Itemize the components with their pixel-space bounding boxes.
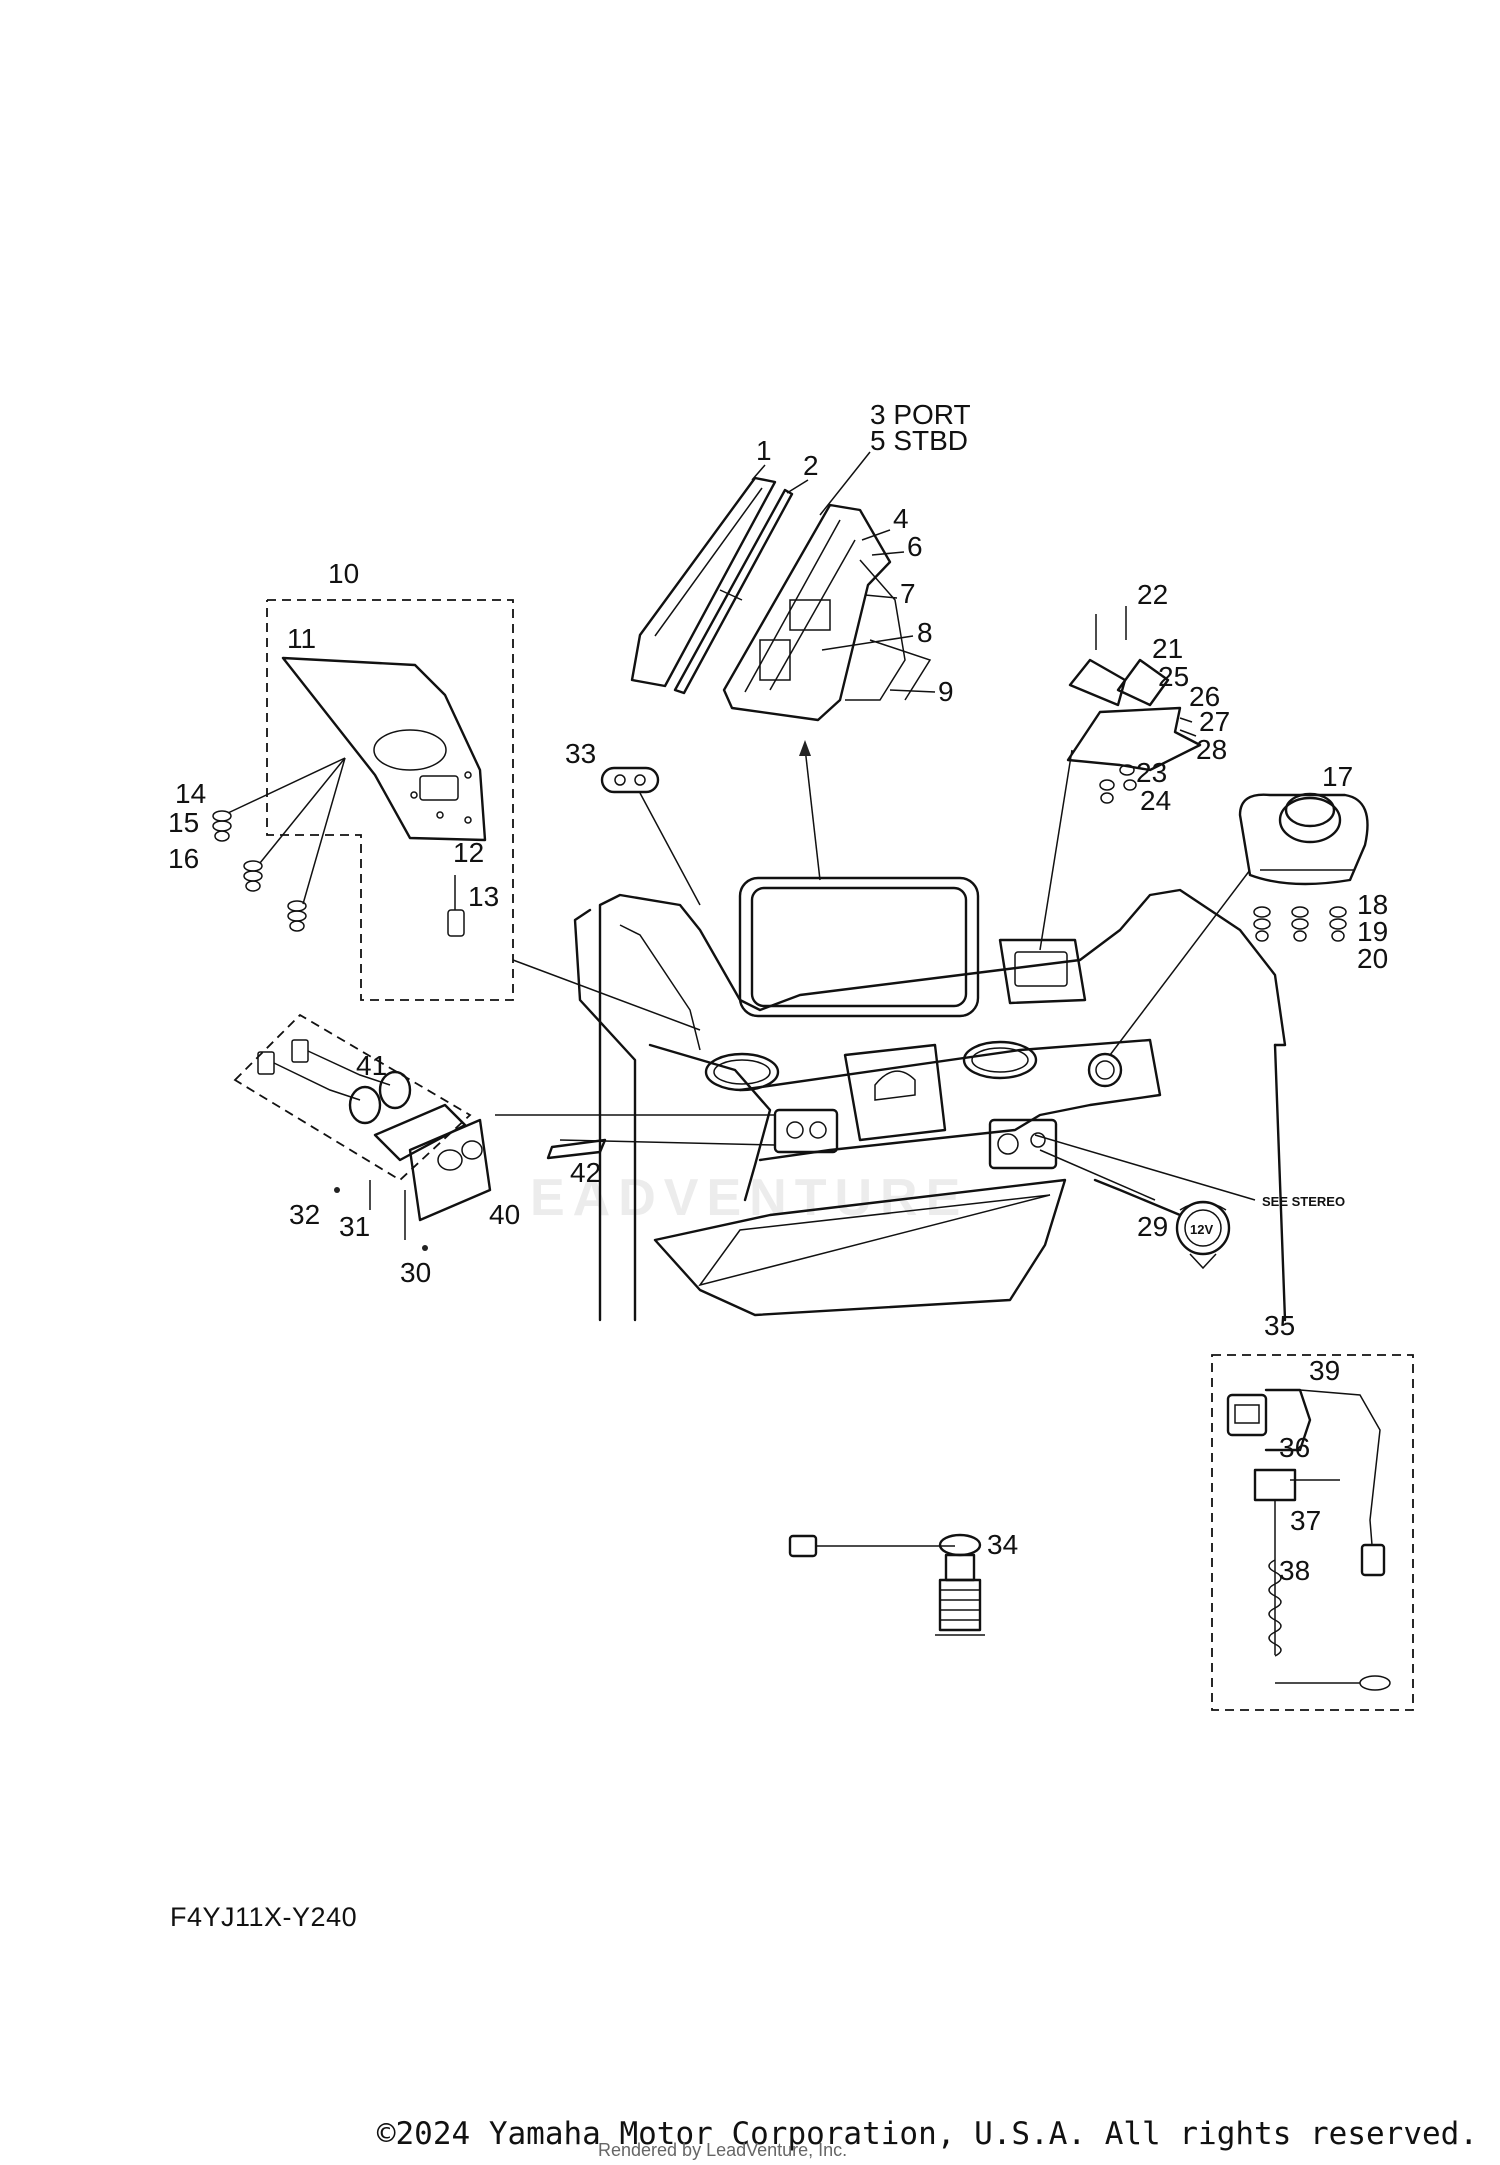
callout-labels: 3 PORT 5 STBD 1 2 4 6 7 8 9 10 11 12 13 … <box>168 399 1388 1586</box>
callout-2: 2 <box>803 450 819 481</box>
callout-16: 16 <box>168 843 199 874</box>
callout-28: 28 <box>1196 734 1227 765</box>
callout-24: 24 <box>1140 785 1171 816</box>
callout-20: 20 <box>1357 943 1388 974</box>
remote-key-part <box>600 766 701 906</box>
callout-32: 32 <box>289 1199 320 1230</box>
switch-part <box>788 1533 985 1636</box>
lanyard-kit-group <box>1211 1354 1414 1711</box>
callout-19: 19 <box>1357 916 1388 947</box>
callout-8: 8 <box>917 617 933 648</box>
callout-1: 1 <box>756 435 772 466</box>
callout-27: 27 <box>1199 706 1230 737</box>
callout-42: 42 <box>570 1157 601 1188</box>
see-stereo-note: SEE STEREO <box>1262 1194 1345 1209</box>
callout-14: 14 <box>175 778 206 809</box>
callout-38: 38 <box>1279 1555 1310 1586</box>
callout-34: 34 <box>987 1529 1018 1560</box>
callout-29: 29 <box>1137 1211 1168 1242</box>
diagram-code: F4YJ11X-Y240 <box>170 1902 358 1932</box>
gasket-part <box>673 488 794 695</box>
display-frame-part <box>722 503 932 722</box>
label-plate-part <box>546 1138 607 1160</box>
svg-text:12V: 12V <box>1190 1222 1213 1237</box>
callout-33: 33 <box>565 738 596 769</box>
callout-36: 36 <box>1279 1432 1310 1463</box>
panel-kit-group <box>212 599 514 1001</box>
callout-40: 40 <box>489 1199 520 1230</box>
callout-31: 31 <box>339 1211 370 1242</box>
switch-bracket-group <box>1039 606 1202 951</box>
callout-4: 4 <box>893 503 909 534</box>
callout-12: 12 <box>453 837 484 868</box>
callout-26: 26 <box>1189 681 1220 712</box>
display-cover-part <box>630 476 777 688</box>
callout-37: 37 <box>1290 1505 1321 1536</box>
callout-18: 18 <box>1357 889 1388 920</box>
callout-35: 35 <box>1264 1310 1295 1341</box>
copyright-notice: ©2024 Yamaha Motor Corporation, U.S.A. A… <box>376 2116 1478 2152</box>
callout-22: 22 <box>1137 579 1168 610</box>
callout-port: 3 PORT <box>870 399 971 430</box>
callout-7: 7 <box>900 578 916 609</box>
callout-39: 39 <box>1309 1355 1340 1386</box>
callout-6: 6 <box>907 531 923 562</box>
callout-41: 41 <box>356 1050 387 1081</box>
callout-10: 10 <box>328 558 359 589</box>
callout-30: 30 <box>400 1257 431 1288</box>
callout-23: 23 <box>1136 757 1167 788</box>
callout-17: 17 <box>1322 761 1353 792</box>
callout-25: 25 <box>1158 661 1189 692</box>
rendered-by: Rendered by LeadVenture, Inc. <box>598 2140 848 2160</box>
callout-21: 21 <box>1152 633 1183 664</box>
callout-11: 11 <box>287 623 316 654</box>
12v-socket-part: 12V <box>1175 1200 1231 1270</box>
callout-15: 15 <box>168 807 199 838</box>
callout-9: 9 <box>938 676 954 707</box>
outlet-kit-group <box>233 1013 492 1251</box>
callout-stbd: 5 STBD <box>870 425 968 456</box>
callout-13: 13 <box>468 881 499 912</box>
dashboard-console <box>573 876 1287 1322</box>
joystick-part <box>1109 792 1369 1056</box>
